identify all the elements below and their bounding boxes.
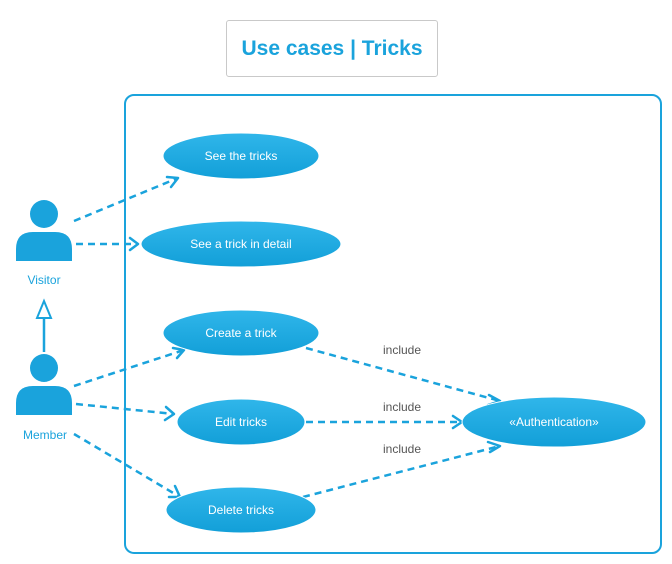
actor-body bbox=[16, 386, 72, 415]
actor-body bbox=[16, 232, 72, 261]
actor-member[interactable]: Member bbox=[16, 354, 72, 442]
actor-head bbox=[30, 354, 58, 382]
use-case-edit-tricks[interactable]: Edit tricks bbox=[176, 398, 306, 446]
system-boundary bbox=[124, 94, 662, 554]
use-case-label: Edit tricks bbox=[215, 415, 267, 429]
diagram-title: Use cases | Tricks bbox=[226, 20, 438, 77]
actor-visitor[interactable]: Visitor bbox=[16, 200, 72, 287]
use-case-label: See a trick in detail bbox=[190, 237, 291, 251]
include-label: include bbox=[383, 442, 421, 456]
assoc-member-create bbox=[73, 348, 185, 388]
include-label: include bbox=[383, 343, 421, 357]
use-case-label: Create a trick bbox=[205, 326, 277, 340]
include-delete-auth bbox=[302, 444, 501, 499]
use-case-label: See the tricks bbox=[205, 149, 278, 163]
actor-label-member: Member bbox=[23, 428, 67, 442]
actor-label-visitor: Visitor bbox=[27, 273, 60, 287]
use-case-authentication[interactable]: «Authentication» bbox=[461, 396, 647, 448]
assoc-visitor-see-tricks bbox=[73, 176, 179, 223]
use-case-see-trick-detail[interactable]: See a trick in detail bbox=[140, 220, 342, 268]
arrowhead-edit bbox=[163, 405, 176, 422]
generalization-arrow bbox=[35, 298, 53, 352]
arrowhead-include-delete bbox=[486, 440, 502, 454]
arrowhead-see-detail bbox=[128, 236, 140, 252]
assoc-member-delete bbox=[73, 432, 181, 499]
assoc-member-edit bbox=[75, 402, 175, 416]
use-case-label: «Authentication» bbox=[509, 415, 599, 429]
arrowhead-see-tricks bbox=[165, 175, 180, 189]
include-label: include bbox=[383, 400, 421, 414]
use-case-label: Delete tricks bbox=[208, 503, 274, 517]
actor-head bbox=[30, 200, 58, 228]
use-case-create-trick[interactable]: Create a trick bbox=[162, 309, 320, 357]
include-create-auth bbox=[305, 346, 501, 403]
use-case-delete-tricks[interactable]: Delete tricks bbox=[165, 486, 317, 534]
use-case-see-tricks[interactable]: See the tricks bbox=[162, 132, 320, 180]
arrowhead-create bbox=[171, 346, 186, 360]
